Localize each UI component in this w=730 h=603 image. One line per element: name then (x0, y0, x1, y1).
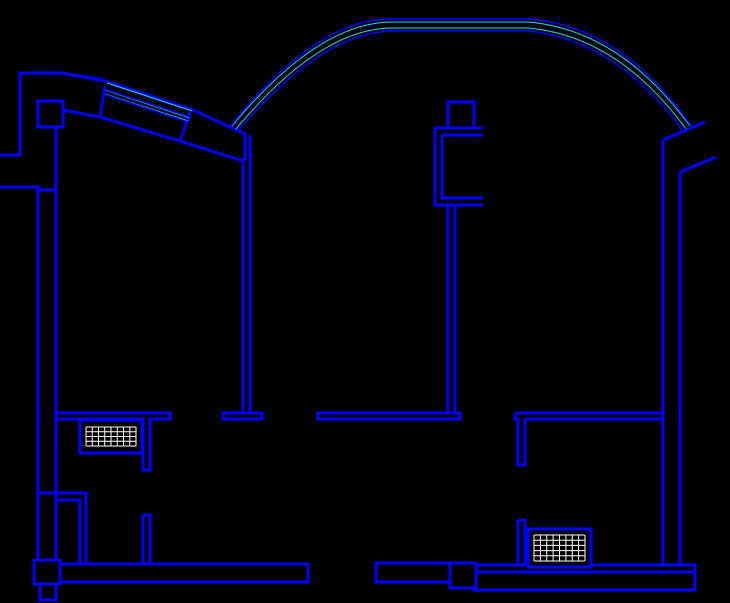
left-upper-wall (20, 71, 252, 413)
bottom-right-wall (374, 561, 452, 584)
column-bottom-left (32, 558, 62, 586)
left-outer-wall (0, 71, 106, 560)
lower-left-walls (38, 491, 152, 565)
bottom-right-wall-2 (472, 563, 697, 592)
column-bottom-center (448, 561, 478, 590)
wall-stub-bottom-left (38, 582, 58, 602)
top-left-curved-wall (98, 79, 247, 160)
right-outer-wall (661, 120, 717, 567)
center-wall (433, 126, 483, 413)
lower-right-walls (516, 518, 527, 565)
window-top-left (102, 82, 193, 123)
vent-grid-right (526, 527, 593, 569)
vent-grid-left (78, 418, 144, 455)
partition-walls (56, 411, 663, 472)
bottom-left-wall (54, 562, 310, 584)
column-top-left (36, 99, 65, 129)
window-bay-arc (229, 18, 693, 133)
column-center (446, 100, 476, 130)
